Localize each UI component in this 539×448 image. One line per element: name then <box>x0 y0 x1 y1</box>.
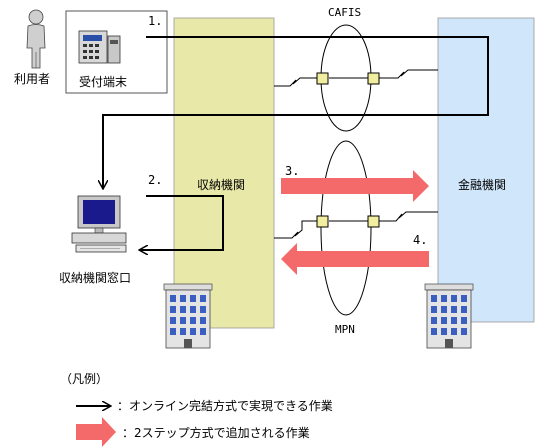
user-label: 利用者 <box>14 72 50 86</box>
step3-two-step-arrow <box>281 170 429 202</box>
financial-institution-column <box>437 17 535 323</box>
cafis-node-right <box>367 72 380 85</box>
mpn-network-ellipse <box>320 140 372 316</box>
terminal-device-icon <box>78 30 121 64</box>
step1-flow-line <box>103 36 489 188</box>
financial-institution-building-icon <box>424 283 474 349</box>
legend-online-label: ：オンライン完結方式で実現できる作業 <box>117 398 333 413</box>
cafis-node-left <box>316 72 329 85</box>
reception-terminal-label: 受付端末 <box>79 75 127 89</box>
financial-institution-label: 金融機関 <box>458 177 506 192</box>
collection-agency-building-icon <box>163 283 213 349</box>
cafis-connection-lines <box>274 69 438 87</box>
cafis-label: CAFIS <box>328 6 361 19</box>
step3-number: 3. <box>285 164 299 178</box>
step2-number: 2. <box>148 173 162 187</box>
legend-title: （凡例） <box>60 372 108 386</box>
step4-two-step-arrow <box>281 243 429 275</box>
mpn-label: MPN <box>335 323 355 336</box>
step4-number: 4. <box>413 233 427 247</box>
collection-counter-label: 収納機関窓口 <box>59 270 131 285</box>
mpn-connection-lines <box>274 211 438 239</box>
step1-number: 1. <box>148 14 162 28</box>
collection-agency-column <box>173 17 275 329</box>
counter-pc-icon <box>71 195 127 253</box>
legend-two-step-label: ：2ステップ方式で追加される作業 <box>122 425 310 440</box>
collection-agency-label: 収納機関 <box>197 177 245 192</box>
mpn-node-right <box>367 215 380 228</box>
legend-pink-arrow <box>76 417 116 447</box>
user-icon <box>26 9 46 69</box>
mpn-node-left <box>316 215 329 228</box>
step2-flow-line <box>140 195 224 250</box>
